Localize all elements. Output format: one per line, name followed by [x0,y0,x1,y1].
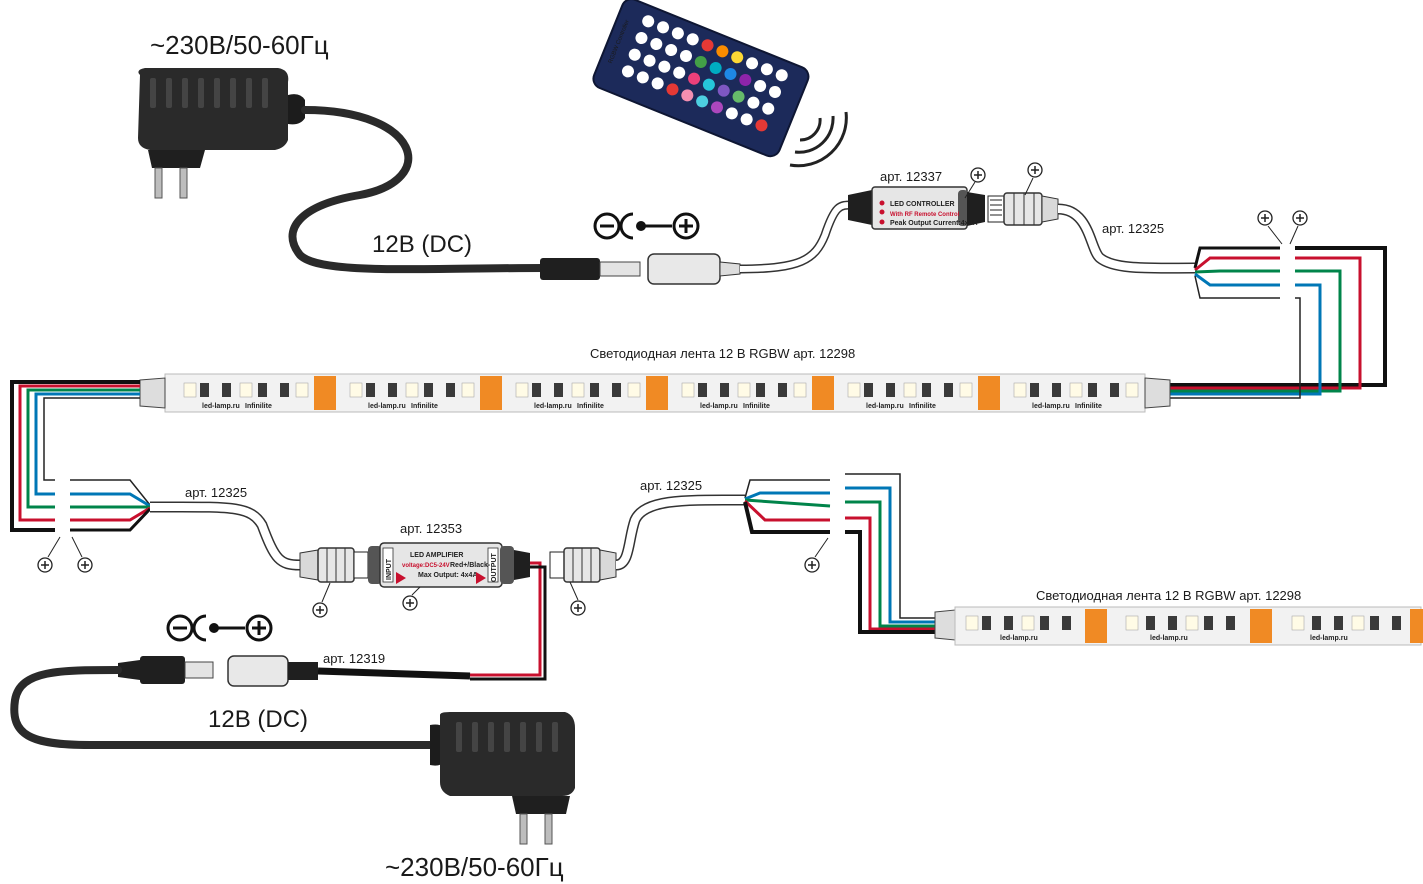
strip-brand: led-lamp.ru [534,403,572,410]
strip-brand: led-lamp.ru [866,403,904,410]
plus-polarity-icon [37,557,53,573]
strip-brand: led-lamp.ru [1032,403,1070,410]
cable-article-label: арт. 12319 [323,651,385,666]
strip-brand: led-lamp.ru [368,403,406,410]
mains-voltage-label-top: ~230В/50-60Гц [150,30,329,60]
led-strip-top: led-lamp.ru Infinilite led-lamp.ru Infin… [139,373,1171,413]
controller-subtitle: With RF Remote Control [890,212,960,218]
plus-polarity-icon [1027,162,1043,178]
dc-voltage-label-top: 12В (DC) [372,231,472,258]
rf-signal-waves [789,111,848,168]
strip-brand: led-lamp.ru [700,403,738,410]
strip-brand2: Infinilite [909,403,936,410]
strip-brand: led-lamp.ru [1310,635,1348,642]
led-controller: LED CONTROLLER With RF Remote Control Pe… [848,186,985,230]
amplifier-voltage: voltage:DC5-24V [402,563,450,569]
wire-junction-left [10,380,152,532]
dc-voltage-label-bottom: 12В (DC) [208,706,308,733]
strip-cut-points [314,376,1000,410]
plus-polarity-icon [970,167,986,183]
strip-brand: led-lamp.ru [1150,635,1188,642]
wire-junction-right [743,473,935,634]
pin-connector-top [987,192,1059,226]
strip-brand2: Infinilite [411,403,438,410]
dc-plug-bottom [118,655,318,687]
controller-spec: Peak Output Current:4x4A [890,220,978,227]
amplifier-spec: Max Output: 4x4A [418,572,478,579]
strip-label-top: Светодиодная лента 12 В RGBW арт. 12298 [590,346,855,361]
dc-cable-bottom [10,666,434,750]
mains-voltage-label-bottom: ~230В/50-60Гц [385,852,564,882]
strip-leds [200,383,1119,397]
power-adapter-top [138,68,305,199]
strip-brand2: Infinilite [1075,403,1102,410]
amplifier-input: INPUT [386,558,393,580]
strip-label-bottom: Светодиодная лента 12 В RGBW арт. 12298 [1036,588,1301,603]
rf-remote: RGBW Controller [592,0,810,158]
led-amplifier: INPUT OUTPUT LED AMPLIFIER voltage:DC5-2… [368,542,530,588]
connector-article-label-top: арт. 12325 [1102,221,1164,236]
controller-article-label: арт. 12337 [880,169,942,184]
strip-brand2: Infinilite [743,403,770,410]
plus-polarity-icon [1292,210,1308,226]
strip-brand2: Infinilite [577,403,604,410]
plus-polarity-icon [312,602,328,618]
plus-polarity-icon [570,600,586,616]
strip-leds-white [183,382,1139,398]
dc-cable-top [288,106,549,274]
plus-polarity-icon [804,557,820,573]
strip-brand: led-lamp.ru [202,403,240,410]
strip-brand: led-lamp.ru [1000,635,1038,642]
pin-connector-left [299,547,369,583]
plus-polarity-icon [77,557,93,573]
pin-connector-right [549,547,617,583]
amplifier-polarity: Red+/Black- [450,562,491,569]
strip-brand2: Infinilite [245,403,272,410]
plus-polarity-icon [1257,210,1273,226]
plus-polarity-icon [402,595,418,611]
connector-article-label-right: арт. 12325 [640,478,702,493]
led-strip-bottom: led-lamp.ru led-lamp.ru led-lamp.ru [934,606,1423,646]
remote-buttons [621,15,788,132]
connector-article-label-left: арт. 12325 [185,485,247,500]
polarity-symbol-top [593,212,700,240]
polarity-symbol-bottom [166,614,273,642]
amplifier-output: OUTPUT [491,553,498,583]
power-adapter-bottom [430,712,575,845]
wire-junction-top [1170,246,1387,399]
dc-plug-top [540,253,741,285]
amplifier-article-label: арт. 12353 [400,521,462,536]
amplifier-title: LED AMPLIFIER [410,552,463,559]
controller-title: LED CONTROLLER [890,201,955,208]
